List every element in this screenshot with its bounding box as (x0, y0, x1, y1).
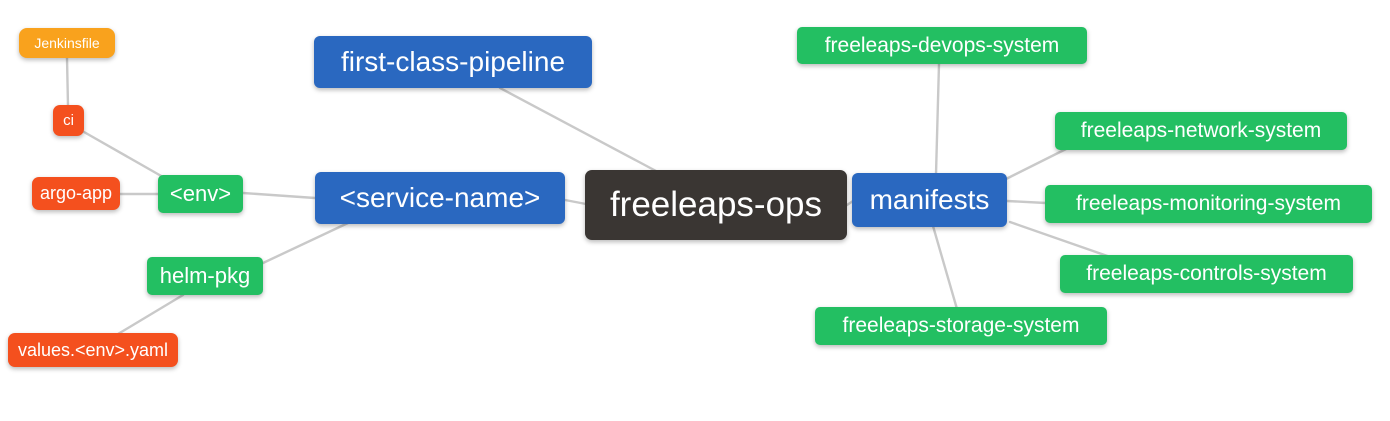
edge-env-service-name (241, 191, 317, 200)
edge-service-name-helm-pkg (261, 221, 350, 265)
node-jenkinsfile[interactable]: Jenkinsfile (19, 28, 115, 58)
node-freeleaps-monitoring-system[interactable]: freeleaps-monitoring-system (1045, 185, 1372, 223)
node-manifests[interactable]: manifests (852, 173, 1007, 227)
edge-service-name-root (563, 198, 588, 206)
node-freeleaps-ops-root[interactable]: freeleaps-ops (585, 170, 847, 240)
edge-manifests-monitoring (1005, 199, 1048, 205)
edge-manifests-devops (934, 62, 941, 176)
node-freeleaps-storage-system[interactable]: freeleaps-storage-system (815, 307, 1107, 345)
node-argo-app[interactable]: argo-app (32, 177, 120, 210)
edge-pipeline-root (498, 86, 658, 173)
node-freeleaps-controls-system[interactable]: freeleaps-controls-system (1060, 255, 1353, 293)
node-service-name[interactable]: <service-name> (315, 172, 565, 224)
edge-manifests-network (1004, 147, 1068, 181)
node-env[interactable]: <env> (158, 175, 243, 213)
edge-manifests-storage (931, 224, 959, 311)
node-freeleaps-devops-system[interactable]: freeleaps-devops-system (797, 27, 1087, 64)
node-freeleaps-network-system[interactable]: freeleaps-network-system (1055, 112, 1347, 150)
node-helm-pkg[interactable]: helm-pkg (147, 257, 263, 295)
edge-helm-pkg-values-yaml (116, 293, 185, 336)
edge-ci-env (82, 130, 165, 179)
edge-jenkinsfile-ci (65, 56, 70, 108)
node-first-class-pipeline[interactable]: first-class-pipeline (314, 36, 592, 88)
edge-manifests-controls (1008, 220, 1118, 261)
node-ci[interactable]: ci (53, 105, 84, 136)
node-values-env-yaml[interactable]: values.<env>.yaml (8, 333, 178, 367)
